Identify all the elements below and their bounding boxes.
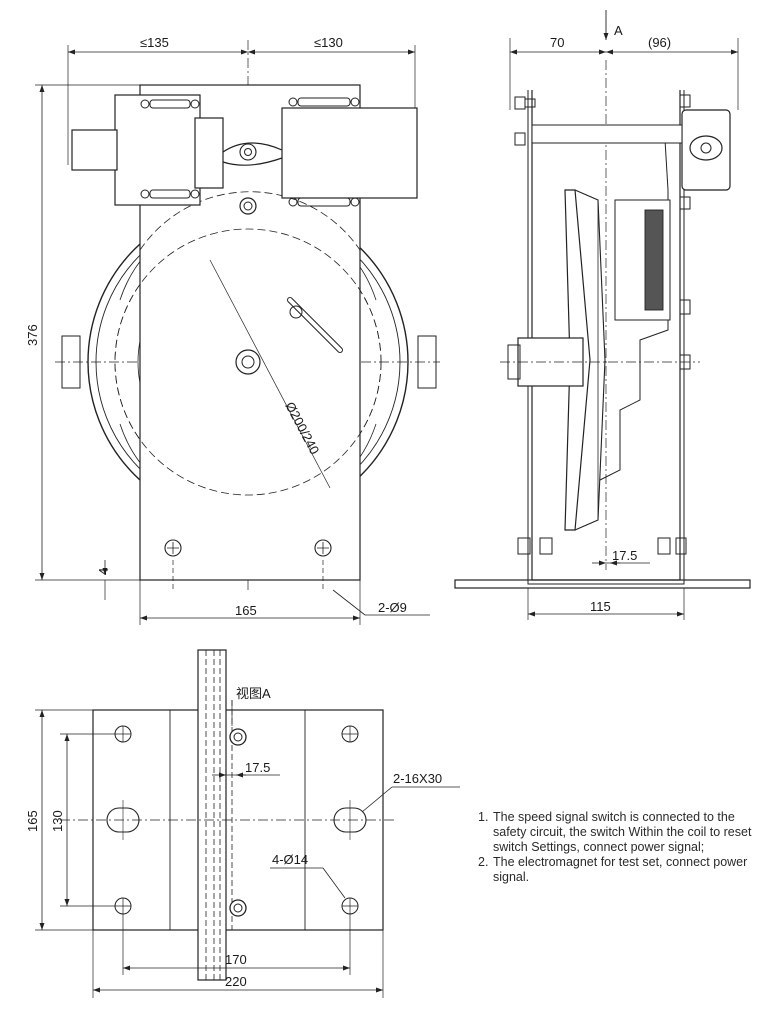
dim-top-left: ≤135 bbox=[140, 35, 169, 50]
side-view-labels: 70 (96) A 17.5 115 bbox=[550, 23, 671, 614]
dim-70: 70 bbox=[550, 35, 564, 50]
dim-220: 220 bbox=[225, 974, 247, 989]
front-view bbox=[35, 40, 440, 625]
bottom-view bbox=[35, 649, 460, 998]
note-text: The electromagnet for test set, connect … bbox=[493, 855, 748, 884]
note-number: 2. bbox=[478, 855, 489, 869]
dim-165-vertical: 165 bbox=[25, 810, 40, 832]
notes-block: 1. The speed signal switch is connected … bbox=[478, 810, 763, 885]
dim-width: 165 bbox=[235, 603, 257, 618]
note-item: 1. The speed signal switch is connected … bbox=[478, 810, 763, 855]
side-view bbox=[454, 10, 751, 620]
bottom-holes-label: 4-Ø14 bbox=[272, 852, 308, 867]
dim-top-right: ≤130 bbox=[314, 35, 343, 50]
dim-96: (96) bbox=[648, 35, 671, 50]
dim-115: 115 bbox=[590, 599, 611, 614]
slot-label: 2-16X30 bbox=[393, 771, 442, 786]
note-text: The speed signal switch is connected to … bbox=[493, 810, 752, 854]
dim-170: 170 bbox=[225, 952, 247, 967]
dim-130-vertical: 130 bbox=[50, 810, 65, 832]
bottom-view-labels: 视图A 17.5 2-16X30 165 130 4-Ø14 170 220 bbox=[25, 686, 442, 989]
bottom-dim-17-5: 17.5 bbox=[245, 760, 270, 775]
note-item: 2. The electromagnet for test set, conne… bbox=[478, 855, 763, 885]
view-a-label: 视图A bbox=[236, 686, 271, 701]
note-number: 1. bbox=[478, 810, 489, 824]
dim-plate: 4 bbox=[96, 568, 111, 575]
side-dim-17-5: 17.5 bbox=[612, 548, 637, 563]
dim-height: 376 bbox=[25, 324, 40, 346]
holes-label: 2-Ø9 bbox=[378, 600, 407, 615]
view-arrow-label: A bbox=[614, 23, 623, 38]
